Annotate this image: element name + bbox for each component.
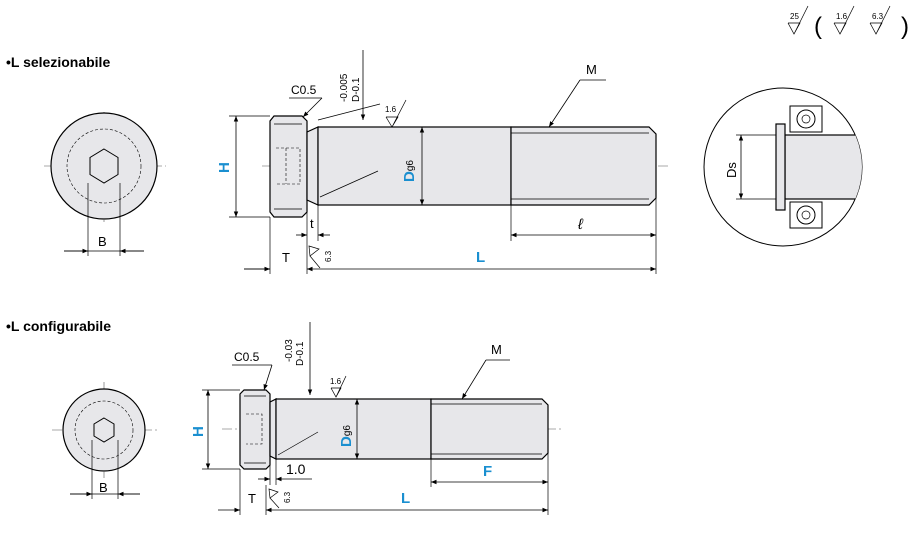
roughness-symbol-icon [833, 5, 855, 35]
section-title-selectable: •L selezionabile [6, 54, 111, 70]
dim-1.0-label: 1.0 [286, 461, 306, 477]
tolerance-lower-2: D-0.1 [295, 341, 306, 366]
bolt-shaft-2 [275, 398, 432, 460]
side-view-selectable: H Dg6 -0.005 D-0.1 C0.5 1.6 M t T [216, 50, 668, 274]
dim-Ds-label: Ds [724, 162, 739, 178]
dim-T-label: T [282, 250, 290, 265]
end-view-configurable: B [52, 382, 160, 499]
chamfer-label: C0.5 [291, 83, 317, 97]
bolt-head-2 [239, 389, 271, 470]
dim-H-label: H [216, 162, 233, 173]
roughness-symbol-icon [869, 5, 891, 35]
dim-D-label-2: Dg6 [338, 425, 355, 447]
bolt-head-circle [50, 112, 158, 220]
dim-T-label-2: T [248, 491, 256, 506]
roughness-symbol-icon [268, 488, 280, 509]
tolerance-upper-2: -0.03 [284, 339, 295, 362]
tolerance-lower: D-0.1 [351, 77, 362, 102]
bolt-thread [510, 126, 657, 206]
thread-M-label: M [586, 62, 597, 77]
head-roughness-value-2: 6.3 [283, 491, 292, 503]
side-view-configurable: H Dg6 -0.03 D-0.1 C0.5 1.6 M 1.0 F [190, 322, 562, 515]
roughness-close-paren: ) [901, 13, 909, 40]
dim-D-label: Dg6 [401, 160, 418, 182]
dim-B-label: B [98, 234, 107, 249]
shaft-roughness-value-2: 1.6 [330, 377, 342, 386]
roughness-symbol-icon [330, 375, 347, 398]
dim-l-label: ℓ [577, 216, 584, 233]
roughness-alt2-value: 6.3 [872, 12, 884, 21]
thread-M-label-2: M [491, 342, 502, 357]
bolt-thread-2 [430, 398, 549, 460]
roughness-symbol-icon [308, 245, 321, 269]
ball-bearing-icon [796, 109, 816, 129]
ball-bearing-icon [796, 205, 816, 225]
dim-H-label-2: H [190, 426, 207, 437]
shaft-roughness-value: 1.6 [385, 105, 397, 114]
hex-socket-icon [89, 148, 119, 184]
roughness-main-value: 25 [790, 12, 799, 21]
roughness-symbol-icon [385, 99, 407, 128]
surface-roughness-legend: 25 ( 1.6 6.3 ) [787, 5, 909, 40]
dim-F-label: F [483, 463, 492, 480]
dim-t-label: t [310, 216, 314, 231]
hex-socket-icon [93, 417, 115, 443]
dim-L-label-2: L [401, 490, 410, 507]
chamfer-label-2: C0.5 [234, 350, 260, 364]
head-roughness-value: 6.3 [324, 250, 333, 262]
tolerance-upper: -0.005 [339, 73, 350, 102]
roughness-alt1-value: 1.6 [836, 12, 848, 21]
bearing-detail-view: Ds [703, 87, 863, 247]
dim-L-label: L [476, 249, 485, 266]
end-view-selectable: B [44, 112, 166, 256]
bolt-shaft [317, 126, 512, 206]
bolt-head [269, 115, 308, 218]
roughness-symbol-icon [787, 5, 809, 35]
section-title-configurable: •L configurabile [6, 318, 111, 334]
roughness-open-paren: ( [814, 13, 822, 40]
dim-B-label-2: B [99, 480, 108, 495]
